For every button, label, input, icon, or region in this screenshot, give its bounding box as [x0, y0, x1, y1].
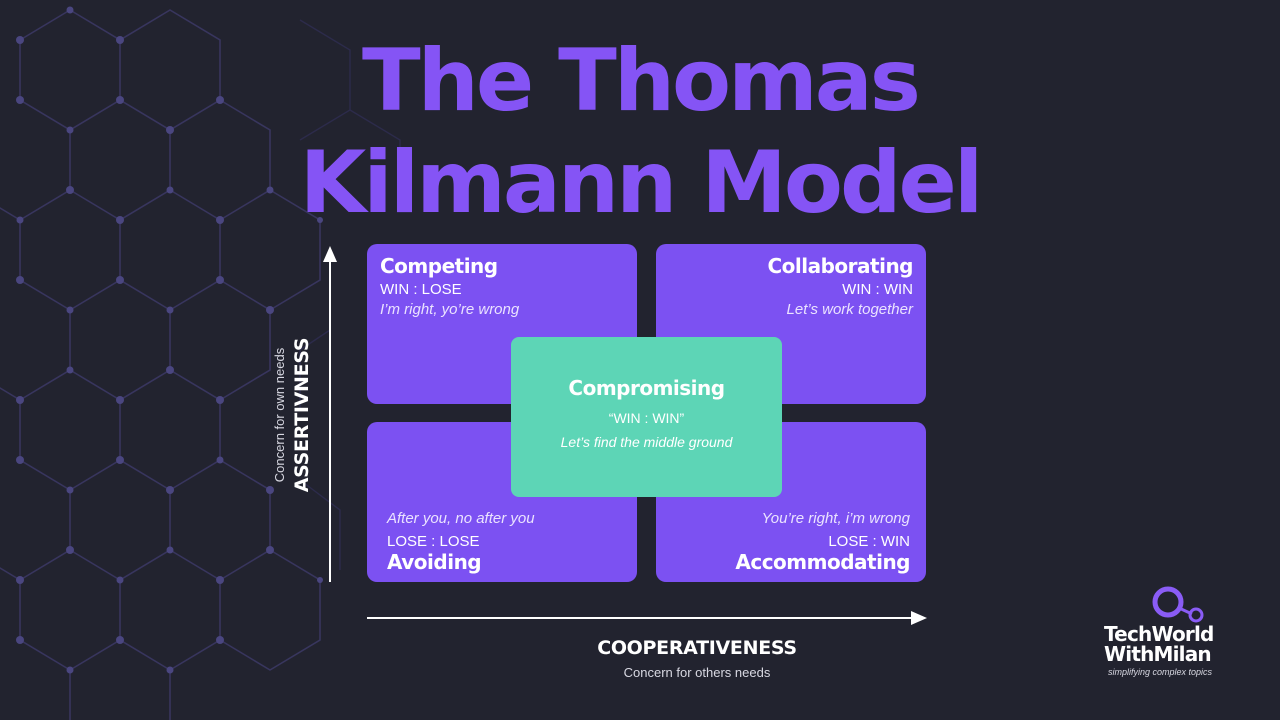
quadrant-title: Collaborating: [767, 254, 913, 278]
quadrant-tagline: I’m right, yo’re wrong: [380, 300, 520, 318]
y-axis-label: ASSERTIVNESS: [290, 337, 313, 493]
x-axis-sublabel: Concern for others needs: [623, 664, 771, 680]
quadrant-tagline: After you, no after you: [387, 510, 535, 527]
page-title-line-2: Kilmann Model: [299, 133, 984, 233]
center-outcome: “WIN : WIN”: [608, 410, 685, 426]
logo-text-line-1: TechWorld: [1104, 622, 1214, 646]
x-axis-label: COOPERATIVENESS: [597, 637, 797, 659]
quadrant-tagline: Let’s work together: [786, 300, 913, 318]
quadrant-outcome: WIN : LOSE: [380, 281, 462, 298]
y-axis-arrow-icon: [323, 246, 337, 262]
brand-logo: TechWorld WithMilan simplifying complex …: [1104, 582, 1254, 682]
quadrant-outcome: WIN : WIN: [842, 281, 913, 298]
quadrant-outcome: LOSE : WIN: [828, 532, 910, 550]
circle-node-icon: [1152, 586, 1204, 623]
quadrant-title: Avoiding: [387, 550, 482, 574]
page-title-line-1: The Thomas: [362, 31, 921, 131]
center-box-compromising: Compromising “WIN : WIN” Let’s find the …: [511, 337, 782, 497]
quadrant-tagline: You’re right, i’m wrong: [761, 510, 910, 527]
quadrant-title: Accommodating: [735, 550, 910, 574]
logo-text-line-2: WithMilan: [1104, 642, 1212, 666]
center-tagline: Let’s find the middle ground: [560, 434, 733, 451]
quadrant-outcome: LOSE : LOSE: [387, 532, 480, 550]
logo-tagline: simplifying complex topics: [1108, 667, 1213, 677]
x-axis-arrow-icon: [911, 611, 927, 625]
quadrant-title: Competing: [380, 254, 498, 278]
center-title: Compromising: [568, 376, 725, 400]
y-axis-sublabel: Concern for own needs: [271, 347, 287, 483]
x-axis-label-group: COOPERATIVENESS Concern for others needs: [447, 638, 947, 680]
